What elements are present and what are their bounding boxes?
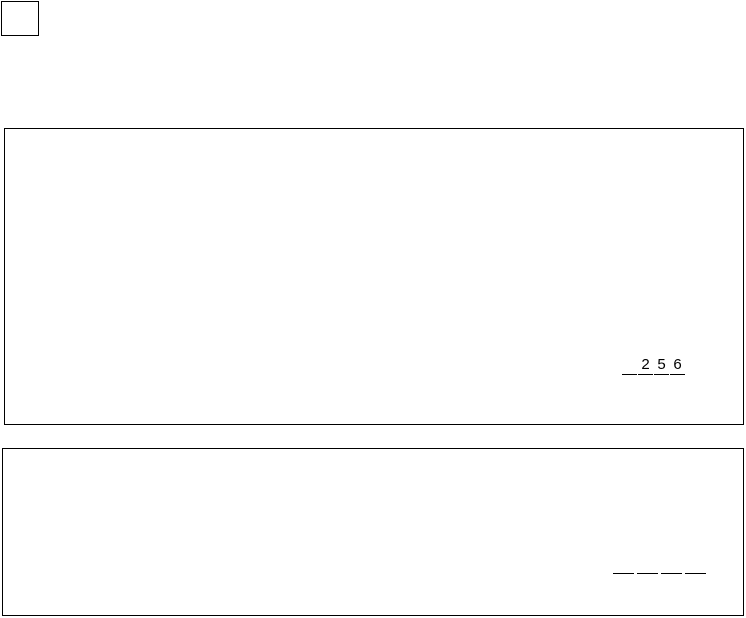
digit-slot-1[interactable] [622, 356, 637, 375]
digit-slot-2[interactable] [637, 555, 658, 574]
digit-slot-3[interactable]: 5 [654, 356, 669, 375]
digit-slot-3[interactable] [661, 555, 682, 574]
digit-slot-2[interactable]: 2 [638, 356, 653, 375]
checkbox[interactable] [1, 1, 39, 36]
code-entry-field[interactable] [613, 555, 709, 574]
digit-slot-1[interactable] [613, 555, 634, 574]
digit-slot-4[interactable] [685, 555, 706, 574]
digit-slot-4[interactable]: 6 [670, 356, 685, 375]
lower-form-panel [2, 448, 744, 616]
upper-form-panel: 2 5 6 [4, 128, 744, 425]
code-entry-field[interactable]: 2 5 6 [622, 356, 686, 375]
